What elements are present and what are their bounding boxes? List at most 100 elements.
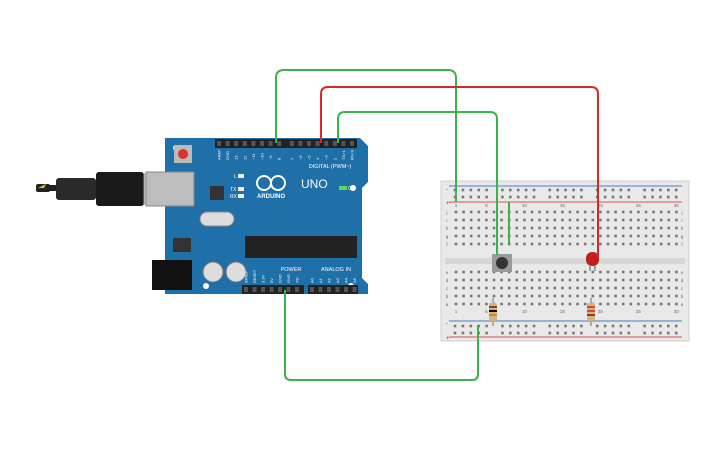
power-pin[interactable] <box>286 287 291 292</box>
terminal-hole[interactable] <box>561 226 564 230</box>
terminal-hole[interactable] <box>583 278 587 282</box>
terminal-hole[interactable] <box>507 286 511 290</box>
terminal-hole[interactable] <box>454 234 458 238</box>
led-component[interactable] <box>586 252 599 271</box>
rail-hole[interactable] <box>572 331 575 335</box>
terminal-hole[interactable] <box>576 234 579 238</box>
terminal-hole[interactable] <box>485 294 488 298</box>
terminal-hole[interactable] <box>659 278 663 282</box>
terminal-hole[interactable] <box>538 278 541 282</box>
terminal-hole[interactable] <box>492 210 496 214</box>
terminal-hole[interactable] <box>591 242 595 246</box>
terminal-hole[interactable] <box>629 226 633 230</box>
analog-pin[interactable] <box>335 287 340 292</box>
rail-hole[interactable] <box>477 188 480 192</box>
terminal-hole[interactable] <box>477 302 481 306</box>
terminal-hole[interactable] <box>637 278 640 282</box>
terminal-hole[interactable] <box>659 242 663 246</box>
terminal-hole[interactable] <box>576 242 579 246</box>
terminal-hole[interactable] <box>644 286 648 290</box>
terminal-hole[interactable] <box>492 218 496 222</box>
terminal-hole[interactable] <box>621 226 625 230</box>
terminal-hole[interactable] <box>599 226 602 230</box>
terminal-hole[interactable] <box>568 270 572 274</box>
terminal-hole[interactable] <box>675 226 678 230</box>
analog-pin[interactable] <box>310 287 314 292</box>
terminal-hole[interactable] <box>568 210 572 214</box>
terminal-hole[interactable] <box>675 294 678 298</box>
terminal-hole[interactable] <box>523 226 526 230</box>
terminal-hole[interactable] <box>500 234 503 238</box>
power-pin[interactable] <box>278 287 282 292</box>
terminal-hole[interactable] <box>652 286 655 290</box>
terminal-hole[interactable] <box>477 286 481 290</box>
terminal-hole[interactable] <box>675 302 678 306</box>
rail-hole[interactable] <box>674 324 678 328</box>
digital-pin[interactable] <box>277 141 282 146</box>
rail-hole[interactable] <box>611 324 615 328</box>
terminal-hole[interactable] <box>637 286 640 290</box>
terminal-hole[interactable] <box>576 278 579 282</box>
terminal-hole[interactable] <box>614 226 617 230</box>
terminal-hole[interactable] <box>515 226 519 230</box>
terminal-hole[interactable] <box>454 210 458 214</box>
terminal-hole[interactable] <box>469 234 473 238</box>
terminal-hole[interactable] <box>462 270 465 274</box>
rail-hole[interactable] <box>603 188 607 192</box>
rail-hole[interactable] <box>509 331 512 335</box>
rail-hole[interactable] <box>501 324 504 328</box>
rail-hole[interactable] <box>469 188 473 192</box>
terminal-hole[interactable] <box>545 286 549 290</box>
terminal-hole[interactable] <box>637 210 640 214</box>
terminal-hole[interactable] <box>675 278 678 282</box>
terminal-hole[interactable] <box>477 234 481 238</box>
terminal-hole[interactable] <box>644 226 648 230</box>
terminal-hole[interactable] <box>576 218 579 222</box>
terminal-hole[interactable] <box>492 278 496 282</box>
terminal-hole[interactable] <box>629 218 633 222</box>
rail-hole[interactable] <box>548 324 552 328</box>
terminal-hole[interactable] <box>553 218 557 222</box>
terminal-hole[interactable] <box>538 302 541 306</box>
terminal-hole[interactable] <box>515 278 519 282</box>
terminal-hole[interactable] <box>637 242 640 246</box>
terminal-hole[interactable] <box>629 286 633 290</box>
rail-hole[interactable] <box>651 331 654 335</box>
terminal-hole[interactable] <box>553 210 557 214</box>
rail-hole[interactable] <box>627 188 631 192</box>
analog-header[interactable] <box>308 285 358 294</box>
rail-hole[interactable] <box>469 331 473 335</box>
power-pin[interactable] <box>269 287 274 292</box>
rail-hole[interactable] <box>469 324 473 328</box>
terminal-hole[interactable] <box>530 294 534 298</box>
rail-hole[interactable] <box>580 188 583 192</box>
rail-hole[interactable] <box>516 188 520 192</box>
terminal-hole[interactable] <box>599 294 602 298</box>
terminal-hole[interactable] <box>667 294 671 298</box>
terminal-hole[interactable] <box>469 286 473 290</box>
rail-hole[interactable] <box>572 324 575 328</box>
power-pin[interactable] <box>261 287 265 292</box>
terminal-hole[interactable] <box>485 278 488 282</box>
terminal-hole[interactable] <box>599 210 602 214</box>
terminal-hole[interactable] <box>614 242 617 246</box>
rail-hole[interactable] <box>461 188 465 192</box>
terminal-hole[interactable] <box>454 278 458 282</box>
terminal-hole[interactable] <box>675 286 678 290</box>
terminal-hole[interactable] <box>667 302 671 306</box>
rail-hole[interactable] <box>461 331 465 335</box>
terminal-hole[interactable] <box>553 226 557 230</box>
terminal-hole[interactable] <box>454 294 458 298</box>
terminal-hole[interactable] <box>621 302 625 306</box>
terminal-hole[interactable] <box>606 294 610 298</box>
rail-hole[interactable] <box>580 195 583 199</box>
terminal-hole[interactable] <box>667 286 671 290</box>
wire-green-5v-rail[interactable] <box>275 69 457 202</box>
terminal-hole[interactable] <box>599 270 602 274</box>
rail-hole[interactable] <box>619 188 623 192</box>
rail-hole[interactable] <box>674 188 678 192</box>
terminal-hole[interactable] <box>561 278 564 282</box>
terminal-hole[interactable] <box>530 270 534 274</box>
terminal-hole[interactable] <box>561 302 564 306</box>
terminal-hole[interactable] <box>500 218 503 222</box>
